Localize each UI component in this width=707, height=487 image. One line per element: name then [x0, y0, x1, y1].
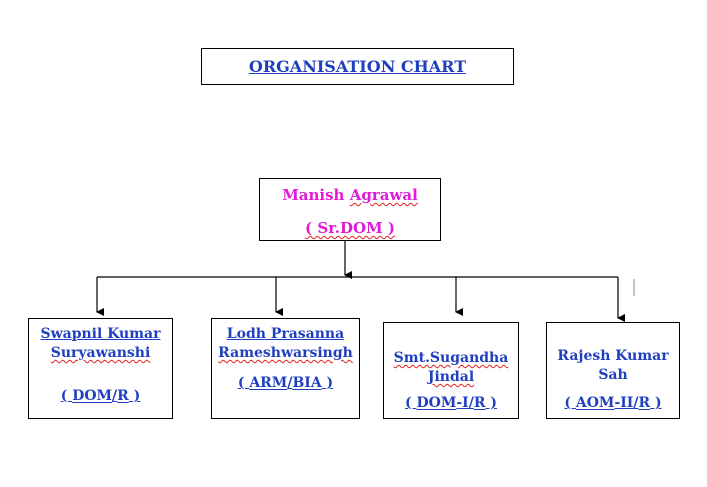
child-3-role-b: R — [473, 395, 486, 411]
child-1-name-line1: Swapnil Kumar — [40, 326, 161, 342]
child-3-name-line1: Smt.Sugandha — [393, 350, 509, 366]
child-3-role-a: DOM — [416, 395, 457, 411]
child-2-role-sep: / — [287, 375, 293, 391]
child-2-role-close: ) — [321, 375, 334, 391]
child-4-name-line2: Sah — [598, 367, 628, 383]
child-3-role-sep: -I/ — [456, 395, 474, 411]
child-2-name-line2: Rameshwarsingh — [218, 345, 353, 361]
child-4-name-line1: Rajesh Kumar — [557, 348, 669, 364]
root-role: ( Sr.DOM ) — [260, 219, 440, 237]
child-node-2: Lodh Prasanna Rameshwarsingh ( ARM/BIA ) — [211, 318, 360, 419]
child-3-name-line2: Jindal — [427, 369, 475, 385]
child-node-1: Swapnil Kumar Suryawanshi ( DOM/R ) — [28, 318, 173, 419]
child-4-role-b: R — [638, 395, 651, 411]
child-2-role-open: ( — [237, 375, 250, 391]
root-role-text: ( Sr.DOM ) — [305, 219, 395, 237]
child-1-role-close: ) — [128, 388, 141, 404]
child-1-role-open: ( — [60, 388, 73, 404]
child-1-name: Swapnil Kumar Suryawanshi — [29, 325, 172, 363]
child-2-role-b: BIA — [292, 375, 322, 391]
child-4-role-a: AOM — [575, 395, 615, 411]
child-3-role-open: ( — [405, 395, 417, 411]
child-4-role-close: ) — [650, 395, 662, 411]
child-3-role-close: ) — [485, 395, 497, 411]
child-3-name: Smt.Sugandha Jindal — [384, 349, 518, 387]
child-4-role-sep: -II/ — [614, 395, 639, 411]
child-node-3: Smt.Sugandha Jindal ( DOM-I/R ) — [383, 322, 519, 419]
chart-title: ORGANISATION CHART — [201, 48, 514, 85]
child-4-name: Rajesh Kumar Sah — [547, 347, 679, 385]
child-1-role-a: DOM — [72, 388, 113, 404]
root-first-name: Manish — [282, 186, 345, 204]
child-1-role-b: R — [117, 388, 129, 404]
chart-title-text: ORGANISATION CHART — [248, 57, 467, 76]
root-name: Manish Agrawal — [260, 186, 440, 204]
child-1-role-sep: / — [112, 388, 118, 404]
child-3-role: ( DOM-I/R ) — [384, 395, 518, 411]
child-1-role: ( DOM/R ) — [29, 388, 172, 404]
child-2-role: ( ARM/BIA ) — [212, 375, 359, 391]
child-node-4: Rajesh Kumar Sah ( AOM-II/R ) — [546, 322, 680, 419]
child-4-role-open: ( — [564, 395, 576, 411]
root-node: Manish Agrawal ( Sr.DOM ) — [259, 178, 441, 241]
child-1-name-line2: Suryawanshi — [50, 345, 151, 361]
child-4-role: ( AOM-II/R ) — [547, 395, 679, 411]
child-2-name: Lodh Prasanna Rameshwarsingh — [212, 325, 359, 363]
root-last-name: Agrawal — [349, 186, 418, 204]
child-2-name-line1: Lodh Prasanna — [226, 326, 345, 342]
child-2-role-a: ARM — [249, 375, 288, 391]
